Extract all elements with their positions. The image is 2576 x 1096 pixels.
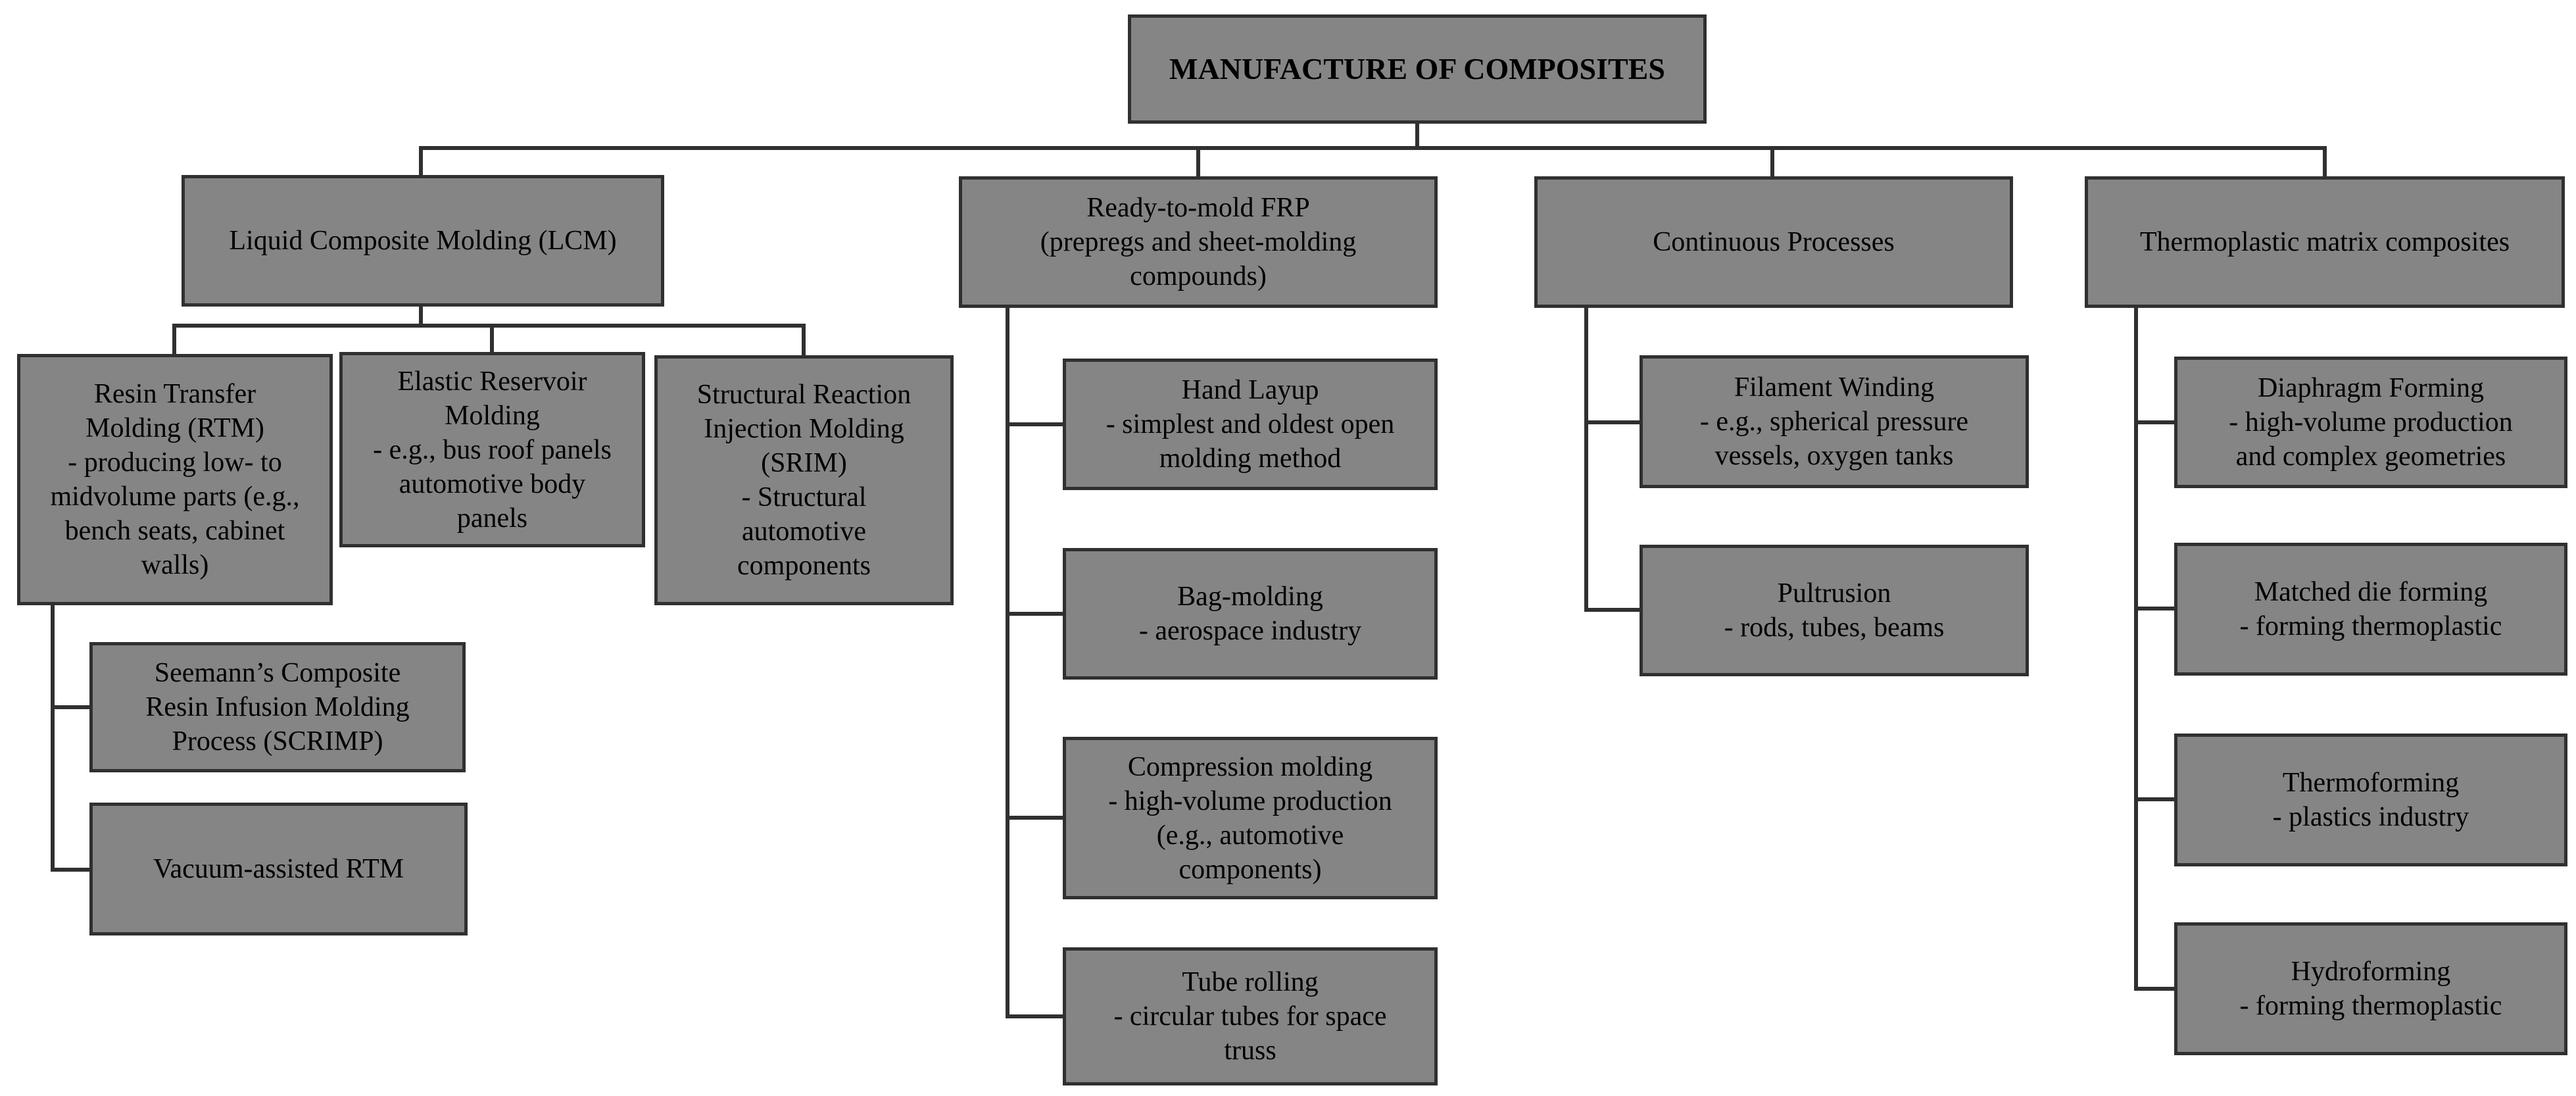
pultrusion-node: Pultrusion- rods, tubes, beams <box>1640 545 2029 676</box>
root-node: MANUFACTURE OF COMPOSITES <box>1128 14 1707 124</box>
node-text-line: - forming thermoplastic <box>2239 611 2502 641</box>
node-text-line: Liquid Composite Molding (LCM) <box>229 226 617 256</box>
filament-winding-node: Filament Winding - e.g., spherical pressu… <box>1640 355 2029 488</box>
hand-layup-node: Hand Layup - simplest and oldest open mold… <box>1063 359 1438 490</box>
node-text-line: automotive <box>742 516 866 547</box>
node-text-line: Injection Molding <box>704 414 904 444</box>
node-text-line: Seemann’s Composite <box>154 658 401 688</box>
node-text-line: - forming thermoplastic <box>2239 991 2502 1021</box>
node-text-line: Hand Layup <box>1181 375 1319 405</box>
node-text-line: compounds) <box>1130 261 1267 291</box>
node-text-line: - Structural <box>741 482 867 512</box>
continuous-processes-node: Continuous Processes <box>1534 176 2013 308</box>
node-text-line: Bag-molding <box>1177 582 1323 612</box>
node-text-line: Thermoplastic matrix composites <box>2139 227 2510 257</box>
node-text-line: (e.g., automotive <box>1156 820 1344 851</box>
node-text-line: walls) <box>141 550 209 580</box>
matched-die-forming-node: Matched die forming - forming thermoplast… <box>2174 543 2567 676</box>
node-text-line: - e.g., spherical pressure <box>1699 407 1969 437</box>
node-text-line: truss <box>1224 1035 1276 1066</box>
node-text-line: Resin Infusion Molding <box>145 692 410 722</box>
node-text-line: Process (SCRIMP) <box>172 726 383 757</box>
node-text-line: Matched die forming <box>2254 577 2488 607</box>
node-text-line: bench seats, cabinet <box>64 516 285 546</box>
node-text-line: - simplest and oldest open <box>1106 409 1395 439</box>
node-text-line: midvolume parts (e.g., <box>50 482 300 512</box>
node-text-line: - aerospace industry <box>1138 616 1362 646</box>
node-text-line: and complex geometries <box>2235 441 2506 472</box>
node-text-line: panels <box>456 503 528 534</box>
node-text-line: components) <box>1179 854 1322 885</box>
node-text-line: (SRIM) <box>761 448 847 478</box>
node-text-line: - rods, tubes, beams <box>1724 612 1945 643</box>
node-text-line: Thermoforming <box>2282 768 2460 798</box>
node-text-line: Structural Reaction <box>696 380 911 410</box>
node-text-line: automotive body <box>399 468 586 499</box>
node-text-line: Pultrusion <box>1777 578 1891 609</box>
node-text-line: - plastics industry <box>2272 802 2469 832</box>
node-text-line: Resin Transfer <box>93 379 256 409</box>
node-text-line: Tube rolling <box>1182 967 1319 997</box>
node-text-line: - high-volume production <box>1108 785 1392 816</box>
node-text-line: molding method <box>1159 443 1342 474</box>
diaphragm-forming-node: Diaphragm Forming - high-volume productio… <box>2174 357 2567 488</box>
thermoforming-node: Thermoforming - plastics industry <box>2174 734 2567 866</box>
node-text-line: Molding (RTM) <box>85 413 264 443</box>
node-text-line: - producing low- to <box>68 447 282 478</box>
lcm-node: Liquid Composite Molding (LCM) <box>182 175 664 307</box>
compression-molding-node: Compression molding- high-volume product… <box>1063 737 1438 899</box>
node-text-line: - circular tubes for space <box>1113 1001 1387 1032</box>
thermoplastic-node: Thermoplastic matrix composites <box>2085 176 2565 308</box>
node-text-line: - high-volume production <box>2229 407 2513 437</box>
node-text-line: Compression molding <box>1127 751 1373 782</box>
node-text-line: Filament Winding <box>1734 372 1935 403</box>
node-text-line: Continuous Processes <box>1653 227 1895 257</box>
node-text-line: - e.g., bus roof panels <box>373 434 612 465</box>
node-text-line: vessels, oxygen tanks <box>1714 441 1954 471</box>
node-text-line: Elastic Reservoir <box>397 366 587 397</box>
bag-molding-node: Bag-molding - aerospace industry <box>1063 548 1438 680</box>
frp-node: Ready-to-mold FRP (prepregs and sheet-mol… <box>959 176 1438 308</box>
hydroforming-node: Hydroforming - forming thermoplastic <box>2174 922 2567 1055</box>
node-text-line: Vacuum-assisted RTM <box>153 854 404 884</box>
node-text-line: components <box>737 551 871 581</box>
node-text-line: Molding <box>445 400 540 431</box>
node-text-line: Ready-to-mold FRP <box>1086 193 1310 223</box>
node-text-line: Hydroforming <box>2291 957 2451 987</box>
vartm-node: Vacuum-assisted RTM <box>89 803 468 935</box>
node-text-line: MANUFACTURE OF COMPOSITES <box>1169 52 1665 86</box>
node-text-line: (prepregs and sheet-molding <box>1040 227 1357 257</box>
node-text-line: Diaphragm Forming <box>2257 373 2485 403</box>
